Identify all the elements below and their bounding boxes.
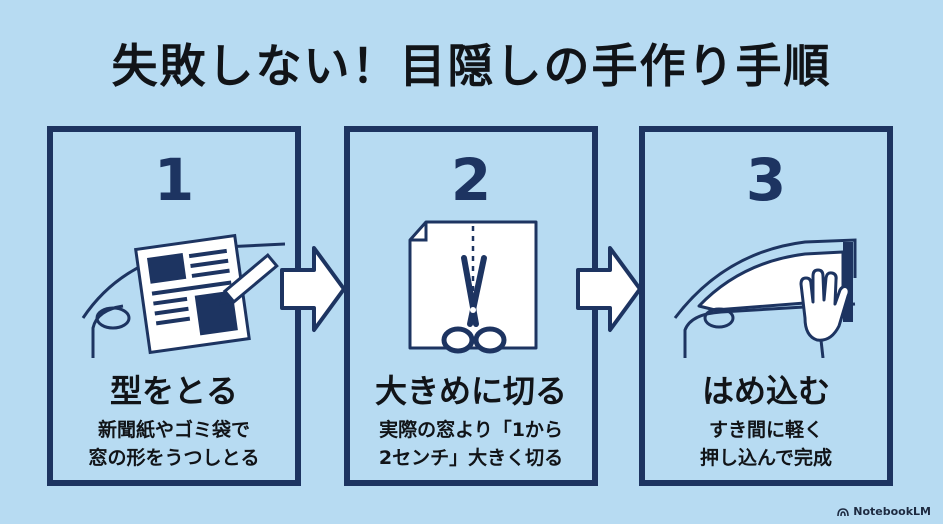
step-description: 新聞紙やゴミ袋で 窓の形をうつしとる — [53, 416, 295, 472]
step-number: 1 — [153, 146, 195, 214]
step-description-line: すき間に軽く — [708, 419, 823, 441]
step-2-card: 2 大きめに切る 実際の窓より「1から 2センチ」大きく切る — [344, 126, 598, 486]
page-title: 失敗しない！目隠しの手作り手順 — [111, 39, 832, 93]
arrow-right-icon — [576, 246, 642, 332]
hand-window-icon — [673, 238, 857, 358]
step-number: 3 — [745, 146, 787, 214]
notebooklm-logo-icon — [837, 507, 850, 516]
arrow-right-icon — [280, 246, 346, 332]
step-heading: 型をとる — [109, 372, 238, 410]
step-description-line: 2センチ」大きく切る — [378, 447, 564, 469]
brand-label: NotebookLM — [853, 505, 931, 518]
step-description: すき間に軽く 押し込んで完成 — [645, 416, 887, 472]
step-number: 2 — [450, 146, 492, 214]
newspaper-pencil-icon — [81, 233, 285, 358]
step-description-line: 押し込んで完成 — [699, 447, 833, 469]
step-description-line: 実際の窓より「1から — [379, 419, 563, 441]
step-description-line: 窓の形をうつしとる — [88, 447, 260, 469]
step-heading: 大きめに切る — [374, 372, 567, 410]
scissors-paper-icon — [408, 220, 538, 354]
step-description: 実際の窓より「1から 2センチ」大きく切る — [350, 416, 592, 472]
step-heading: はめ込む — [701, 372, 830, 410]
step-1-card: 1 型をとる 新聞紙やゴミ袋で 窓の形をうつしとる — [47, 126, 301, 486]
step-3-card: 3 はめ込む すき間に軽く 押し込んで完成 — [639, 126, 893, 486]
step-description-line: 新聞紙やゴミ袋で — [97, 419, 250, 441]
brand-watermark: NotebookLM — [837, 505, 931, 518]
